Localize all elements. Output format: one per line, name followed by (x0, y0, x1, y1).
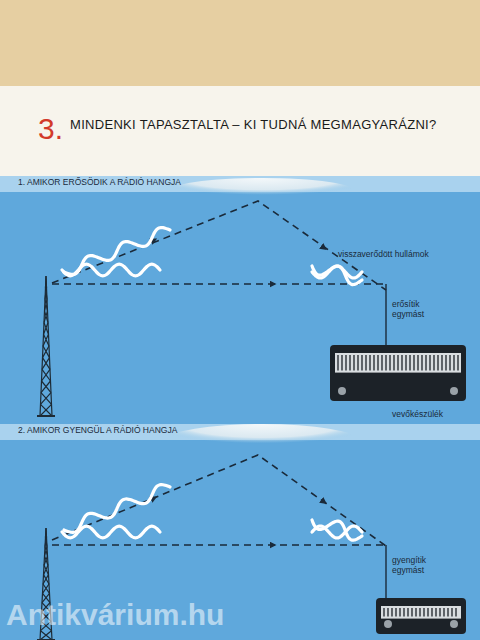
section-number: 3. (38, 112, 63, 147)
ionosphere (167, 424, 357, 456)
wave-path (52, 544, 386, 546)
radio-icon (330, 345, 466, 401)
subheading: 2. AMIKOR GYENGÜL A RÁDIÓ HANGJA (18, 426, 177, 436)
wave (312, 526, 362, 538)
subheading: 1. AMIKOR ERŐSÖDIK A RÁDIÓ HANGJA (18, 178, 181, 188)
watermark: Antikvárium.hu (6, 598, 224, 633)
wave (62, 526, 160, 538)
radio-receiver (376, 598, 466, 634)
wave (62, 264, 160, 276)
radio-receiver (330, 345, 466, 401)
arrowhead (320, 499, 324, 502)
arrowhead (268, 545, 273, 546)
wave-path (52, 201, 386, 290)
transmitter-tower (37, 276, 55, 416)
blue-panel (0, 176, 480, 640)
wave-label: erősítik egymást (392, 300, 442, 320)
wave (312, 520, 362, 540)
arrowhead (268, 284, 273, 285)
wave-label: visszaverődött hullámok (338, 250, 429, 260)
wave (312, 266, 362, 285)
receiver-label: vevőkészülék (330, 409, 466, 419)
wave-path (52, 455, 386, 546)
wave-path (52, 283, 386, 285)
antenna (385, 284, 386, 345)
arrowhead (320, 245, 324, 248)
page (0, 86, 480, 640)
page-title: MINDENKI TAPASZTALTA – KI TUDNÁ MEGMAGYA… (70, 116, 450, 133)
wave (312, 266, 362, 278)
ionosphere (167, 178, 357, 206)
radio-receiver: vevőkészülék (330, 345, 466, 419)
antenna (385, 545, 386, 598)
wave-label: gyengítik egymást (392, 556, 442, 576)
